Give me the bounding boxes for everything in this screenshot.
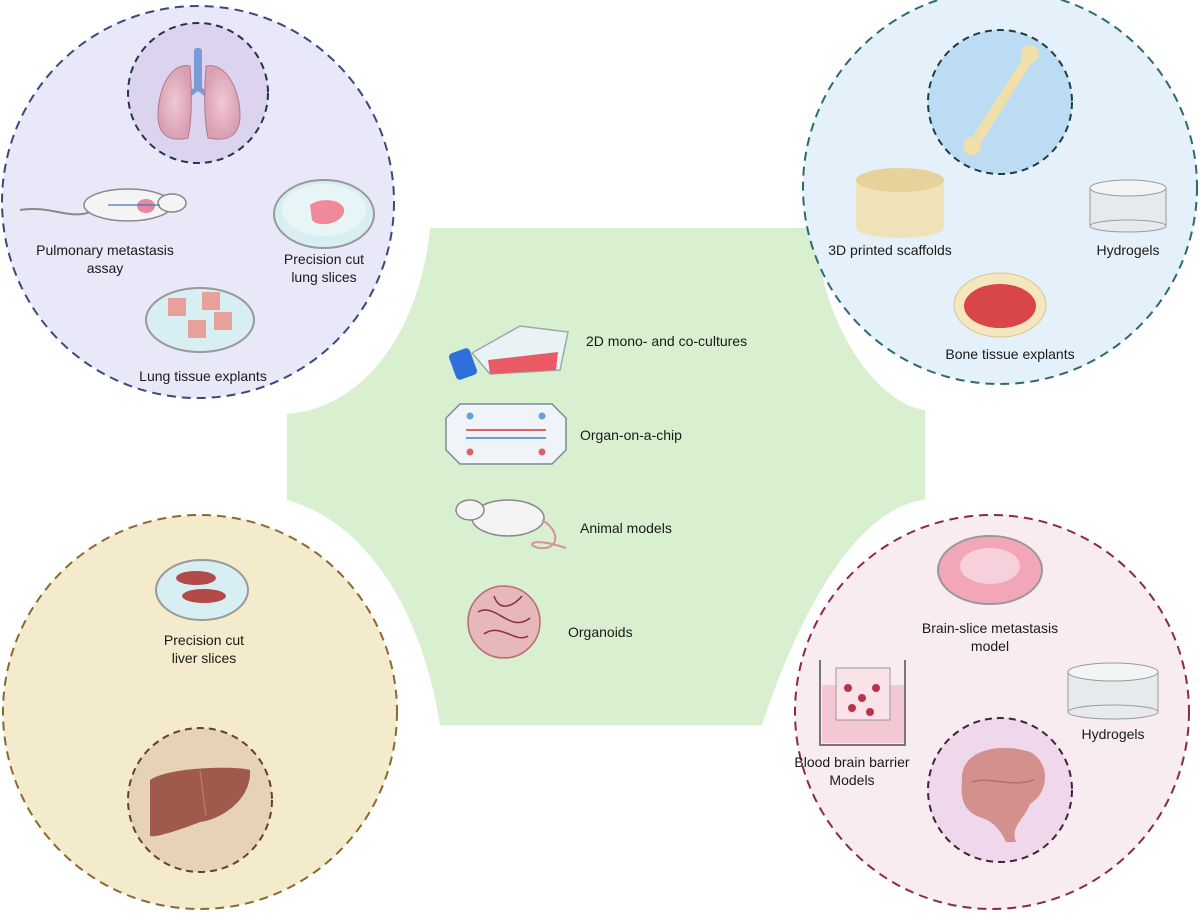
hydrogel-icon	[1089, 179, 1167, 233]
bbb-label-2: Models	[829, 772, 874, 788]
center-label-organoids: Organoids	[568, 624, 633, 640]
pcls-liver-label-2: liver slices	[172, 650, 237, 666]
brain-slice-label-1: Brain-slice metastasis	[922, 620, 1058, 636]
bone-region: 3D printed scaffolds Hydrogels Bone tiss…	[802, 0, 1198, 385]
liver-icon	[150, 767, 251, 837]
center-panel	[287, 228, 925, 725]
hydrogel-icon	[1067, 662, 1159, 720]
brain-region: Brain-slice metastasis model Hydrogels B…	[794, 514, 1190, 910]
bone-explants-label: Bone tissue explants	[945, 346, 1074, 362]
lung-explant-dish-icon	[145, 287, 255, 353]
bone-hydrogels-label: Hydrogels	[1096, 242, 1159, 258]
center-list: 2D mono- and co-cultures Organ-on-a-chip…	[445, 325, 747, 659]
petri-dish-liver-slice-icon	[155, 559, 249, 621]
center-label-organ-chip: Organ-on-a-chip	[580, 427, 682, 443]
bone-explant-icon	[953, 272, 1047, 338]
petri-dish-lung-slice-icon	[273, 179, 375, 249]
culture-flask-icon	[449, 325, 569, 380]
brain-slice-dish-icon	[937, 535, 1043, 605]
pcls-lung-label-1: Precision cut	[284, 251, 364, 267]
lung-explants-label: Lung tissue explants	[139, 368, 267, 384]
transwell-icon	[819, 660, 906, 746]
organoid-icon	[467, 585, 541, 659]
scaffold-icon	[856, 168, 944, 238]
brain-slice-label-2: model	[971, 638, 1009, 654]
pcls-liver-label-1: Precision cut	[164, 632, 244, 648]
center-label-animal: Animal models	[580, 520, 672, 536]
pulmonary-label-1: Pulmonary metastasis	[36, 242, 174, 258]
mouse-lung-assay-icon	[19, 188, 187, 222]
bbb-label-1: Blood brain barrier	[794, 754, 910, 770]
pcls-lung-label-2: lung slices	[291, 269, 356, 285]
scaffolds-label: 3D printed scaffolds	[828, 242, 951, 258]
bone-icon	[963, 45, 1039, 155]
pulmonary-label-2: assay	[87, 260, 124, 276]
lungs-icon	[157, 48, 241, 140]
microfluidic-chip-icon	[445, 403, 567, 465]
brain-icon	[961, 747, 1045, 842]
liver-region: Precision cut liver slices	[2, 514, 398, 910]
lung-region: Pulmonary metastasis assay Precision cut…	[1, 5, 395, 399]
center-label-2d-culture: 2D mono- and co-cultures	[586, 333, 747, 349]
brain-hydrogels-label: Hydrogels	[1081, 726, 1144, 742]
mouse-icon	[455, 499, 567, 550]
